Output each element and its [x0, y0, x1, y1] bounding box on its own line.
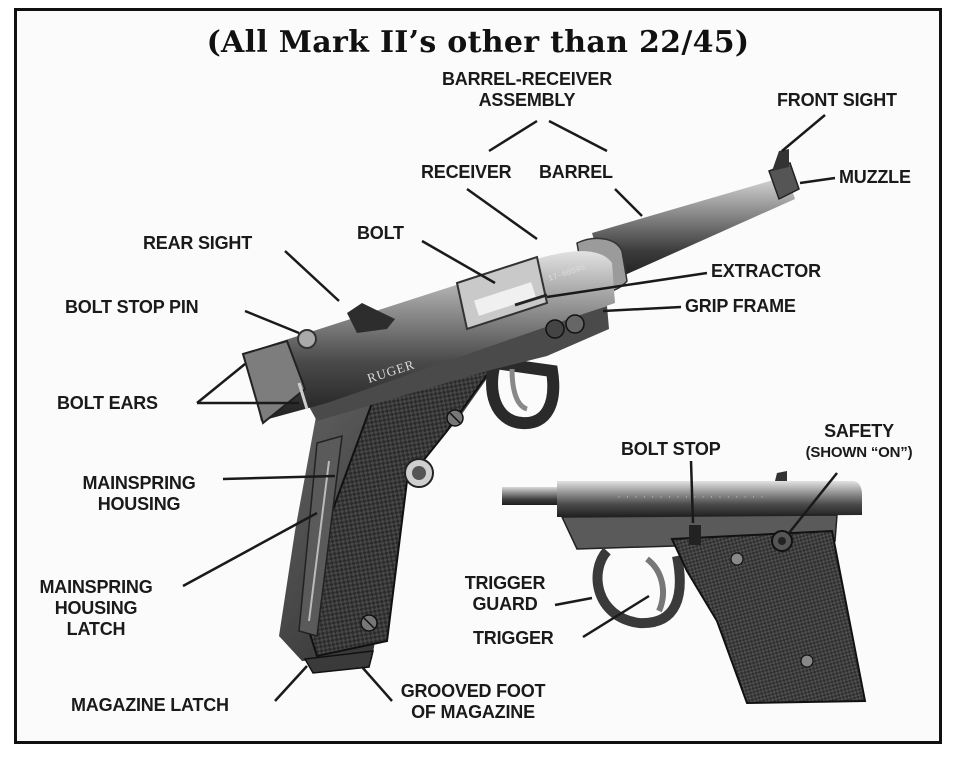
inset-trigger-guard — [592, 547, 685, 629]
label-barrel: BARREL — [539, 162, 613, 182]
inset-receiver — [557, 481, 862, 517]
label-safety: SAFETY (SHOWN “ON”) — [805, 421, 913, 461]
label-trigger-guard: TRIGGER GUARD — [464, 573, 546, 614]
main-trigger-guard — [486, 356, 560, 430]
label-front-sight: FRONT SIGHT — [777, 90, 897, 110]
label-trigger: TRIGGER — [473, 628, 554, 648]
label-rear-sight: REAR SIGHT — [143, 233, 253, 253]
svg-text:· · · · · · · · · · · · · · ·: · · · · · · · · · · · · · · · · · · — [617, 494, 764, 502]
main-barrel — [592, 176, 795, 283]
label-receiver: RECEIVER — [421, 162, 512, 182]
label-bolt: BOLT — [357, 223, 404, 243]
pistol-illustration: RUGER 17-60595 · · · · · · · · · · · · ·… — [182, 114, 867, 705]
main-rear-sight — [347, 303, 395, 333]
label-bolt-ears: BOLT EARS — [57, 393, 158, 413]
label-barrel-receiver-assembly: BARREL-RECEIVER ASSEMBLY — [441, 69, 612, 110]
label-grooved-foot-of-magazine: GROOVED FOOT OF MAGAZINE — [400, 681, 546, 722]
main-lower-frame — [307, 306, 609, 421]
label-muzzle: MUZZLE — [839, 167, 911, 187]
label-bolt-stop-pin: BOLT STOP PIN — [65, 297, 199, 317]
leader-lines — [182, 114, 838, 702]
label-magazine-latch: MAGAZINE LATCH — [71, 695, 229, 715]
main-front-sight — [772, 149, 789, 171]
main-magazine-foot — [303, 650, 374, 674]
inset-bolt-stop — [689, 525, 701, 545]
label-grip-frame: GRIP FRAME — [685, 296, 796, 316]
label-mainspring-housing-latch: MAINSPRING HOUSING LATCH — [39, 577, 153, 639]
diagram-title: (All Mark II’s other than 22/45) — [206, 25, 750, 60]
label-mainspring-housing: MAINSPRING HOUSING — [82, 473, 196, 514]
main-bolt-stop-pin — [297, 329, 317, 349]
diagram-frame: (All Mark II’s other than 22/45) — [14, 8, 942, 744]
label-bolt-stop: BOLT STOP — [621, 439, 721, 459]
inset-grip — [670, 529, 867, 705]
inset-pistol: · · · · · · · · · · · · · · · · · · — [502, 471, 867, 705]
label-extractor: EXTRACTOR — [711, 261, 821, 281]
inset-trigger — [645, 556, 666, 613]
